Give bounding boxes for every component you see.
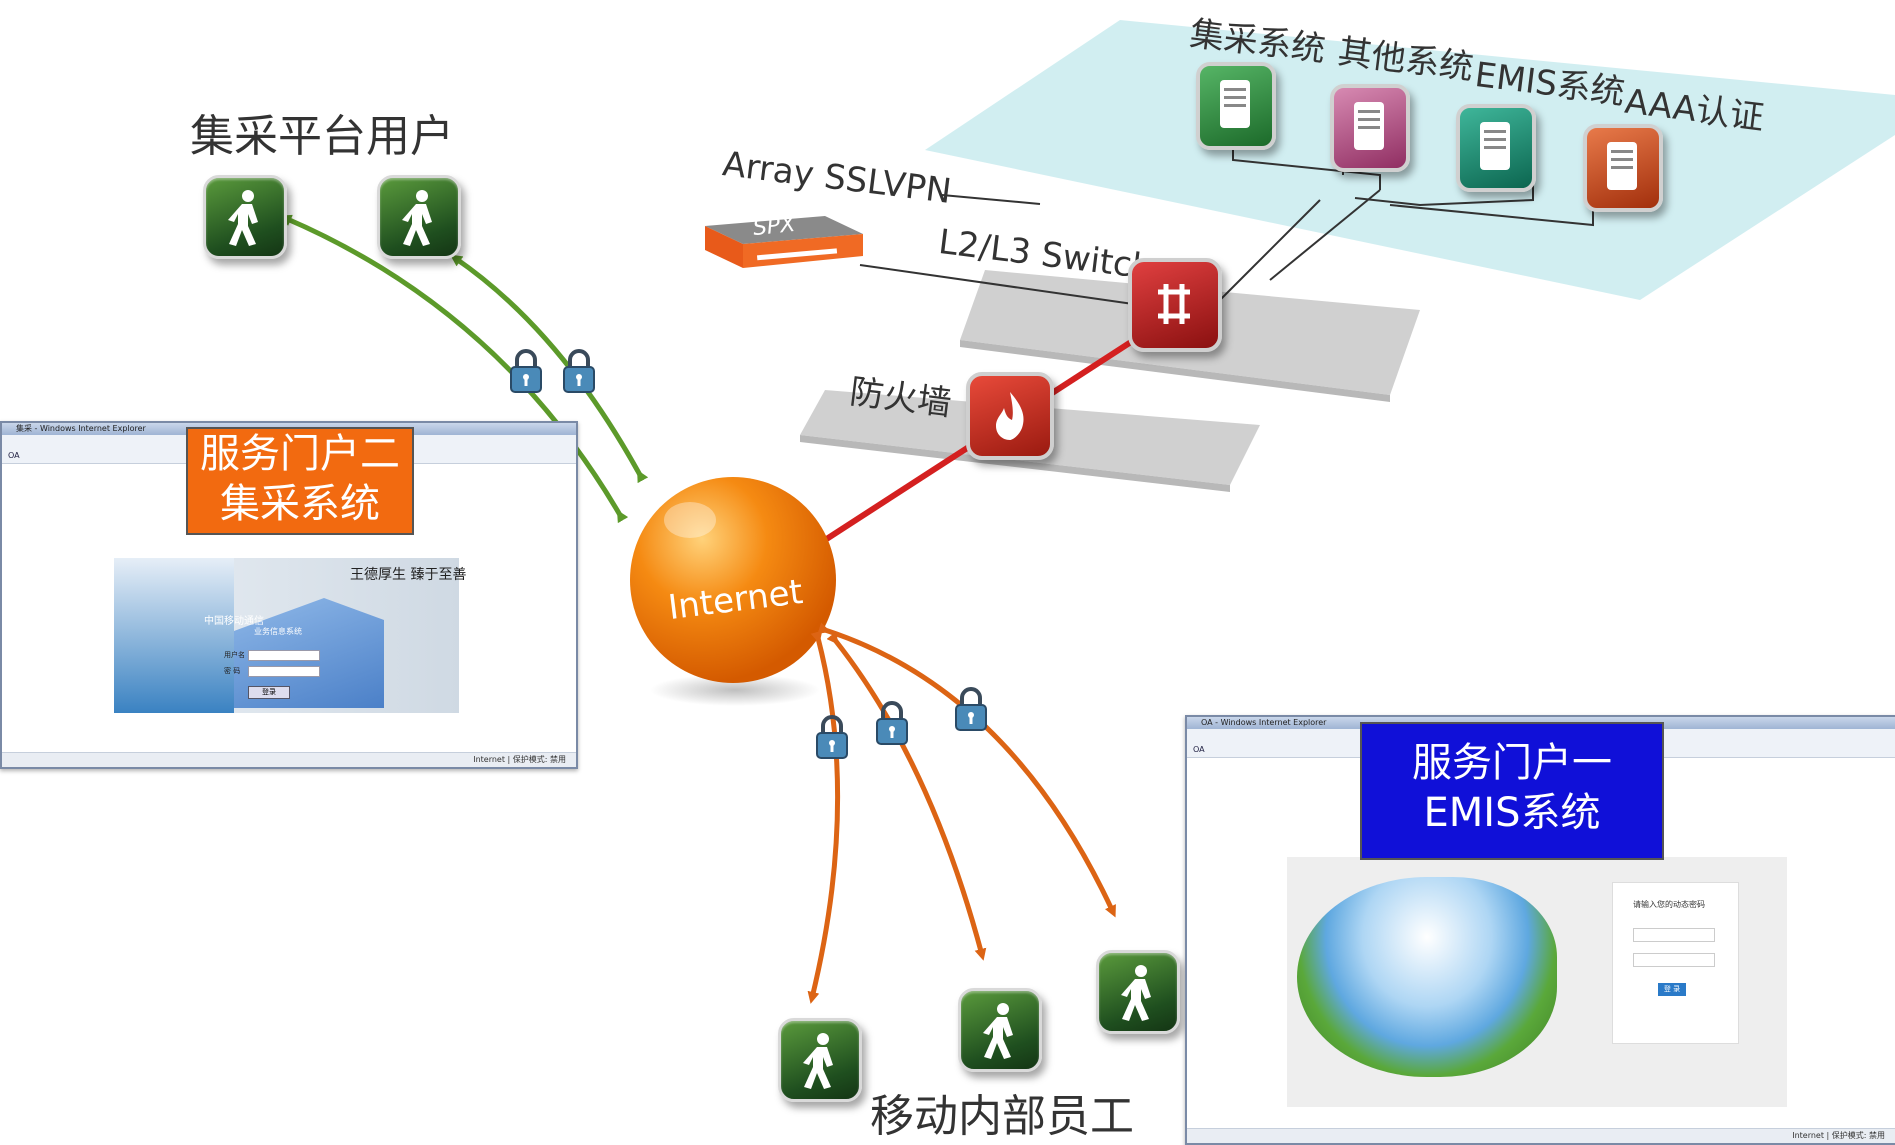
internet-globe-shadow [650, 674, 820, 706]
login-sidebar [114, 558, 234, 713]
lock-icon [510, 349, 542, 393]
internet-globe-highlight [664, 502, 716, 538]
portal-two-line2: 集采系统 [220, 481, 380, 527]
brand-text: 中国移动通信 [204, 616, 264, 627]
user-icon [203, 175, 287, 259]
server-icon-emis [1456, 104, 1536, 192]
login-button[interactable]: 登录 [248, 686, 290, 699]
login-prompt: 请输入您的动态密码 [1633, 900, 1705, 909]
green-arrow-2 [450, 254, 649, 484]
switch-arrows-icon [1158, 284, 1190, 324]
system-name-text: 业务信息系统 [254, 627, 302, 636]
server-icon-jicai [1196, 62, 1276, 150]
sslvpn-switch-link [859, 264, 1141, 306]
systems-platform [925, 20, 1895, 300]
login-panel: 王德厚生 臻于至善 中国移动通信 业务信息系统 用户名 密 码 登录 [114, 558, 466, 713]
portal-one-line1: 服务门户一 [1412, 740, 1612, 786]
server-lock-icon-aaa [1583, 124, 1663, 212]
firewall-platform-edge [800, 435, 1230, 492]
sslvpn-label-line [941, 194, 1041, 205]
firewall-icon [966, 372, 1054, 460]
lock-icon [816, 715, 848, 759]
lock-icon [563, 349, 595, 393]
tab-oa[interactable]: OA [8, 451, 20, 460]
username-input[interactable] [1633, 928, 1715, 942]
flame-icon [996, 392, 1024, 440]
employees-group-title: 移动内部员工 [870, 1091, 1134, 1142]
orange-arrow-3 [817, 622, 1116, 918]
slogan-text: 王德厚生 臻于至善 [350, 567, 467, 583]
landscape-image [1297, 877, 1557, 1077]
user-icon [377, 175, 461, 259]
tab-oa[interactable]: OA [1193, 745, 1205, 754]
username-input[interactable] [248, 650, 320, 661]
username-label: 用户名 [224, 651, 245, 659]
users-group-title: 集采平台用户 [190, 111, 454, 162]
lock-icon [876, 701, 908, 745]
switch-platform-edge [960, 340, 1390, 402]
user-icon [1096, 950, 1180, 1034]
switch-icon [1128, 258, 1222, 352]
server-icon-other [1330, 84, 1410, 172]
status-bar: Internet | 保护模式: 禁用 [2, 752, 576, 767]
sslvpn-device-graphic [705, 216, 863, 268]
portal-one-label: 服务门户一 EMIS系统 [1360, 722, 1664, 860]
user-icon [958, 988, 1042, 1072]
sslvpn-device-text: SPX [751, 211, 797, 242]
login-page-bg: 请输入您的动态密码 登 录 [1287, 857, 1787, 1107]
internet-globe [630, 477, 836, 683]
password-label: 密 码 [224, 667, 241, 675]
lock-icon [955, 687, 987, 731]
portal-one-line2: EMIS系统 [1423, 790, 1601, 836]
sslvpn-device-icon: SPX [695, 208, 865, 270]
portal-two-line1: 服务门户二 [200, 431, 400, 477]
login-button[interactable]: 登 录 [1658, 983, 1686, 996]
status-bar: Internet | 保护模式: 禁用 [1187, 1128, 1895, 1143]
user-icon [778, 1018, 862, 1102]
password-input[interactable] [248, 666, 320, 677]
password-input[interactable] [1633, 953, 1715, 967]
login-card: 请输入您的动态密码 登 录 [1612, 882, 1739, 1044]
portal-two-label: 服务门户二 集采系统 [186, 427, 414, 535]
